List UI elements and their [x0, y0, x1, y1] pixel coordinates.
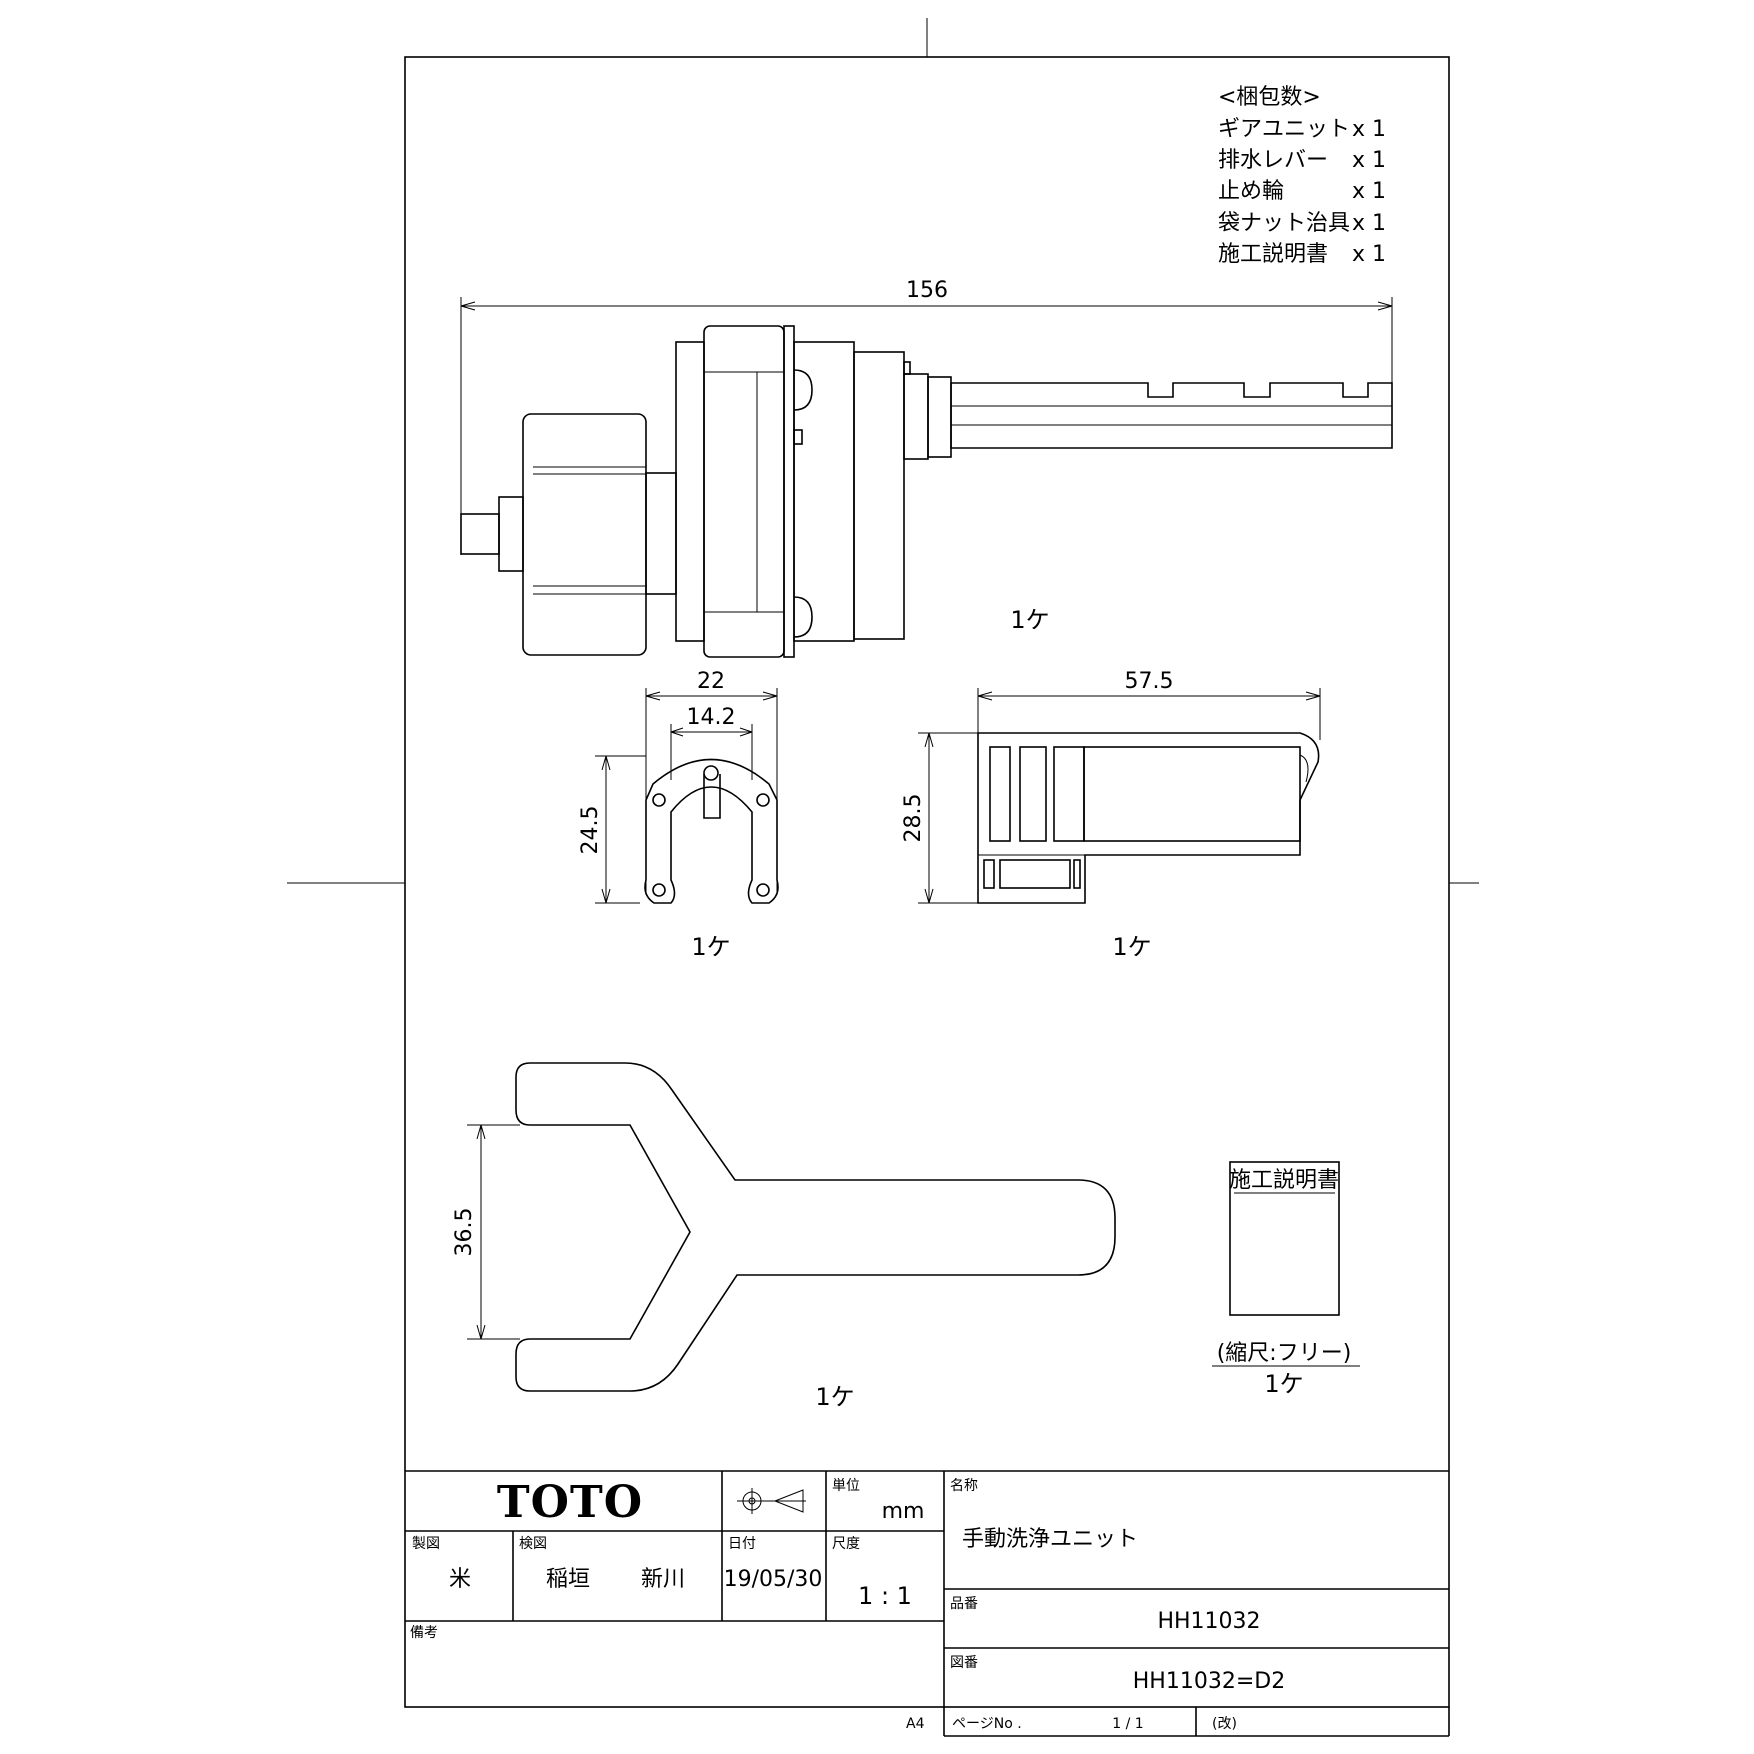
packing-list: <梱包数> ギアユニット x 1 排水レバー x 1 止め輪 x 1 袋ナット治… — [1218, 85, 1386, 267]
scale-label: 尺度 — [832, 1536, 860, 1552]
dim-jig-height: 36.5 — [452, 1208, 477, 1257]
packing-item-qty: x 1 — [1352, 211, 1386, 236]
sheet-size: A4 — [906, 1716, 925, 1732]
packing-item-name: 排水レバー — [1218, 148, 1328, 173]
packing-list-title: <梱包数> — [1218, 85, 1321, 110]
checked-value-2: 新川 — [641, 1567, 685, 1592]
part-label: 品番 — [950, 1596, 978, 1612]
qty-jig: 1ケ — [815, 1383, 854, 1411]
qty-manual: 1ケ — [1264, 1370, 1303, 1398]
dimension-156: 156 — [460, 278, 1393, 555]
name-value: 手動洗浄ユニット — [962, 1527, 1138, 1552]
brand-logo: TOTO — [497, 1477, 643, 1528]
retaining-ring-drawing: 22 14.2 24.5 1ケ — [578, 669, 779, 961]
qty-lever: 1ケ — [1112, 933, 1151, 961]
dim-lever-width: 57.5 — [1125, 669, 1174, 694]
drain-lever-drawing: 57.5 28.5 1ケ — [901, 669, 1321, 961]
instruction-manual-drawing: 施工説明書 (縮尺:フリー) 1ケ — [1212, 1161, 1360, 1398]
dim-gear-length: 156 — [906, 278, 948, 303]
qty-ring: 1ケ — [691, 933, 730, 961]
page-label: ページNo . — [952, 1716, 1022, 1732]
unit-label: 単位 — [832, 1478, 860, 1494]
date-value: 19/05/30 — [724, 1567, 823, 1592]
part-number: HH11032 — [1157, 1609, 1260, 1634]
drawing-frame — [287, 18, 1479, 1708]
projection-symbol-icon — [737, 1488, 806, 1514]
drawn-label: 製図 — [412, 1536, 440, 1552]
date-label: 日付 — [728, 1536, 756, 1552]
unit-value: mm — [882, 1499, 925, 1524]
revision-label: (改) — [1212, 1716, 1237, 1732]
manual-label: 施工説明書 — [1229, 1168, 1339, 1193]
packing-item-name: 袋ナット治具 — [1218, 211, 1350, 236]
checked-value-1: 稲垣 — [546, 1567, 590, 1592]
name-label: 名称 — [950, 1478, 978, 1494]
nut-jig-drawing: 36.5 1ケ — [452, 1062, 1116, 1411]
dim-ring-inner: 14.2 — [687, 705, 736, 730]
packing-item-name: 止め輪 — [1218, 179, 1284, 204]
qty-gear-unit: 1ケ — [1010, 606, 1049, 634]
scale-value: 1 : 1 — [858, 1582, 912, 1610]
packing-item-qty: x 1 — [1352, 148, 1386, 173]
checked-label: 検図 — [519, 1536, 547, 1552]
dim-ring-height: 24.5 — [578, 806, 603, 855]
drawing-label: 図番 — [950, 1655, 978, 1671]
packing-item-qty: x 1 — [1352, 117, 1386, 142]
drawn-value: 米 — [449, 1567, 471, 1592]
manual-scale-note: (縮尺:フリー) — [1217, 1341, 1352, 1366]
dim-lever-height: 28.5 — [901, 794, 926, 843]
packing-item-name: ギアユニット — [1218, 117, 1350, 142]
packing-item-qty: x 1 — [1352, 242, 1386, 267]
dim-ring-width: 22 — [697, 669, 725, 694]
gear-unit-drawing: 156 1ケ — [460, 278, 1393, 658]
drawing-number: HH11032=D2 — [1133, 1669, 1285, 1694]
packing-item-qty: x 1 — [1352, 179, 1386, 204]
page-value: 1 / 1 — [1112, 1716, 1143, 1732]
remarks-label: 備考 — [410, 1625, 438, 1641]
packing-item-name: 施工説明書 — [1218, 242, 1328, 267]
title-block: TOTO 単位 mm 名称 手動洗浄ユニット 製図 米 検図 稲垣 新川 日付 … — [405, 1470, 1450, 1737]
